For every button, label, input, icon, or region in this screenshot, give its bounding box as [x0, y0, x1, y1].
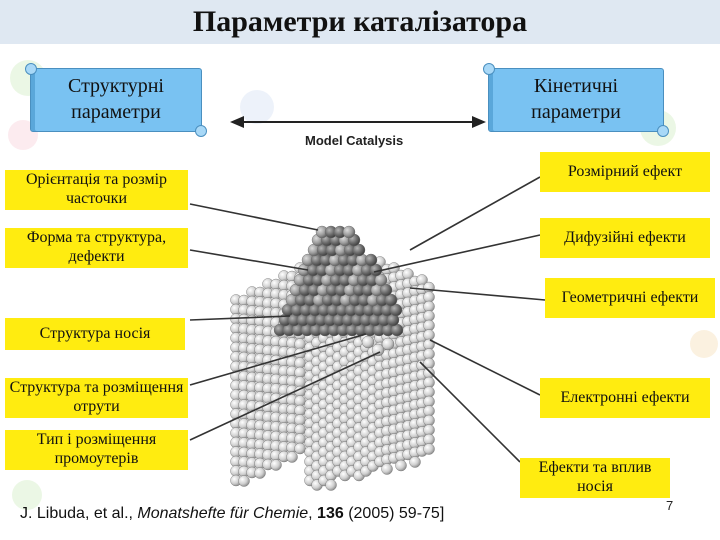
- label-electronic-effects: Електронні ефекти: [540, 378, 710, 418]
- label-shape-structure-defects: Форма та структура, дефекти: [5, 228, 188, 268]
- atom: [395, 459, 407, 472]
- label-orientation-size: Орієнтація та розмір часточки: [5, 170, 188, 210]
- atom: [325, 479, 337, 491]
- label-support-effects: Ефекти та вплив носія: [520, 458, 670, 498]
- atom: [371, 343, 385, 357]
- label-support-structure: Структура носія: [5, 318, 185, 350]
- background-decoration: [240, 90, 274, 124]
- kinetic-parameters-text: Кінетичні параметри: [531, 75, 621, 123]
- atom: [423, 443, 435, 455]
- background-decoration: [12, 480, 42, 510]
- citation-journal: Monatshefte für Chemie: [137, 505, 309, 522]
- kinetic-parameters-header: Кінетичні параметри: [483, 63, 669, 137]
- atom: [294, 442, 306, 455]
- model-catalysis-caption: Model Catalysis: [305, 133, 404, 148]
- atom: [384, 293, 398, 307]
- citation: J. Libuda, et al., Monatshefte für Chemi…: [20, 505, 444, 523]
- citation-authors: J. Libuda, et al.,: [20, 505, 138, 522]
- structural-parameters-header: Структурні параметри: [25, 63, 207, 137]
- atom: [342, 225, 356, 239]
- metal-particle: [273, 225, 404, 357]
- citation-rest: (2005) 59-75]: [343, 505, 445, 522]
- atom: [238, 475, 250, 487]
- page-number: 7: [666, 498, 674, 513]
- atom: [379, 283, 393, 297]
- citation-volume: 136: [317, 505, 344, 522]
- label-geometric-effects: Геометричні ефекти: [545, 278, 715, 318]
- atom: [270, 459, 282, 471]
- atom: [254, 467, 266, 479]
- atom: [364, 253, 378, 267]
- atom: [381, 337, 395, 351]
- citation-separator: ,: [308, 505, 318, 522]
- atom: [381, 463, 393, 475]
- atom: [286, 451, 298, 463]
- structural-parameters-text: Структурні параметри: [68, 75, 164, 123]
- atom: [409, 456, 421, 468]
- label-promoter-type: Тип і розміщення промоутерів: [5, 430, 188, 470]
- background-decoration: [690, 330, 718, 358]
- label-size-effect: Розмірний ефект: [540, 152, 710, 192]
- label-poison-structure: Структура та розміщення отрути: [5, 378, 188, 418]
- page-title: Параметри каталізатора: [0, 0, 720, 44]
- atom: [361, 335, 375, 349]
- atom: [352, 243, 366, 257]
- pointer-lines: [189, 176, 546, 463]
- atom: [389, 303, 403, 317]
- atom: [374, 273, 388, 287]
- double-arrow: [230, 116, 486, 128]
- label-diffusion-effects: Дифузійні ефекти: [540, 218, 710, 258]
